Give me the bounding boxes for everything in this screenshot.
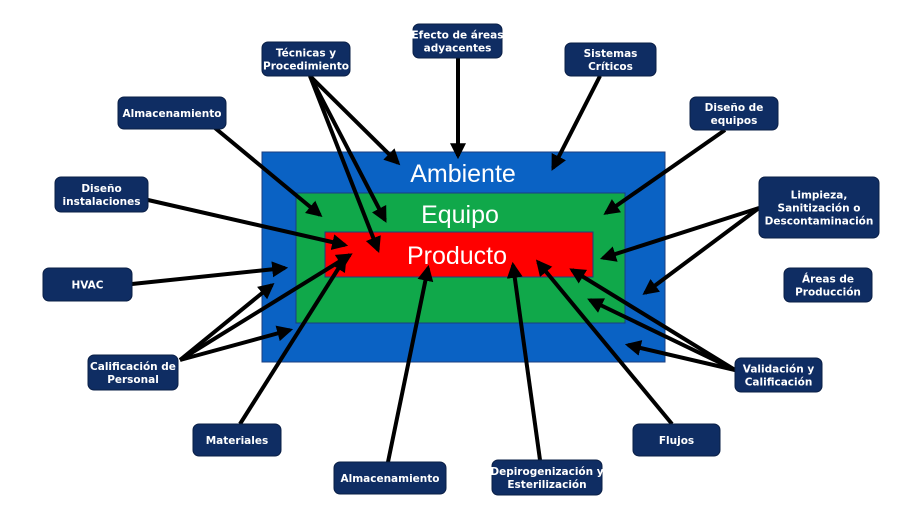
box-almacen-top: Almacenamiento — [117, 96, 227, 130]
box-label: Flujos — [659, 435, 694, 447]
arrow — [569, 268, 737, 372]
box-label: Personal — [107, 374, 159, 386]
box-label: Calificación — [745, 377, 813, 389]
box-label: Descontaminación — [765, 216, 874, 228]
arrow — [308, 75, 387, 223]
box-label: Almacenamiento — [122, 108, 221, 120]
box-hvac: HVAC — [42, 267, 133, 302]
box-label: Diseño — [81, 183, 121, 195]
arrow — [178, 282, 275, 362]
arrow — [587, 298, 736, 372]
box-label: equipos — [711, 115, 758, 127]
box-label: Validación y — [743, 364, 815, 376]
box-label: Procedimiento — [263, 61, 349, 73]
box-label: Limpieza, — [791, 190, 848, 202]
box-label: instalaciones — [63, 196, 141, 208]
arrow — [599, 206, 760, 262]
arrow — [131, 261, 289, 286]
box-flujos: Flujos — [632, 423, 721, 457]
producto-label: Producto — [407, 242, 507, 270]
box-label: Críticos — [588, 61, 633, 73]
arrow — [308, 74, 401, 166]
box-label: Efecto de áreas — [412, 30, 504, 42]
box-label: Áreas de — [802, 273, 854, 286]
box-label: Técnicas y — [276, 48, 336, 60]
box-materiales: Materiales — [192, 423, 282, 457]
box-label: Sanitización o — [778, 203, 861, 215]
box-label: Diseño de — [705, 102, 764, 114]
arrow — [213, 126, 323, 218]
arrow — [178, 253, 353, 362]
box-label: Producción — [795, 287, 861, 299]
arrow — [642, 206, 761, 295]
arrow — [535, 259, 674, 426]
arrow — [551, 75, 602, 171]
box-label: Almacenamiento — [340, 473, 439, 485]
arrow — [386, 264, 434, 463]
arrow — [238, 255, 347, 426]
box-label: Depirogenización y — [490, 466, 603, 478]
arrow — [506, 261, 542, 461]
box-label: Esterilización — [507, 479, 586, 491]
arrows — [131, 58, 761, 463]
arrow — [179, 325, 294, 362]
box-label: Calificación de — [90, 361, 176, 373]
ambiente-label: Ambiente — [410, 160, 516, 188]
equipo-label: Equipo — [421, 201, 499, 229]
box-label: Materiales — [206, 435, 269, 447]
box-label: adyacentes — [424, 43, 492, 55]
arrow — [308, 75, 381, 253]
box-almacen-bot: Almacenamiento — [333, 461, 447, 495]
arrow — [624, 340, 736, 372]
box-label: HVAC — [71, 280, 103, 292]
box-label: Sistemas — [584, 48, 638, 60]
arrow — [147, 198, 349, 250]
arrow — [603, 128, 727, 215]
